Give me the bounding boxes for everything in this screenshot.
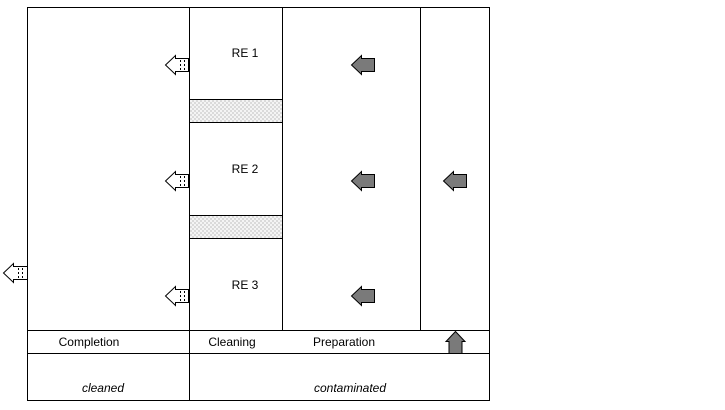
hollow-arrows	[2, 54, 189, 307]
hollow-left-arrow-icon	[2, 262, 28, 284]
separator-wall-2	[189, 215, 283, 239]
left-arrow-icon	[350, 170, 375, 192]
left-arrow-icon	[442, 170, 467, 192]
zone-label-completion: Completion	[59, 335, 120, 349]
hollow-left-arrow-icon	[164, 170, 189, 192]
left-arrow-icon	[350, 54, 375, 76]
separator-wall-1	[189, 99, 283, 123]
hollow-left-arrow-icon	[164, 285, 189, 307]
zone-label-preparation: Preparation	[313, 335, 375, 349]
left-arrow-icon	[350, 285, 375, 307]
hollow-left-arrow-icon	[164, 54, 189, 76]
room-label-re3: RE 3	[232, 278, 259, 292]
status-label-contaminated: contaminated	[314, 381, 386, 395]
zone-label-cleaning: Cleaning	[208, 335, 255, 349]
status-label-cleaned: cleaned	[82, 381, 124, 395]
room-label-re2: RE 2	[232, 162, 259, 176]
room-label-re1: RE 1	[232, 46, 259, 60]
up-arrow-icon	[444, 330, 467, 354]
floor-plan	[27, 7, 490, 401]
outer-frame	[27, 7, 490, 401]
solid-arrows	[350, 54, 467, 354]
